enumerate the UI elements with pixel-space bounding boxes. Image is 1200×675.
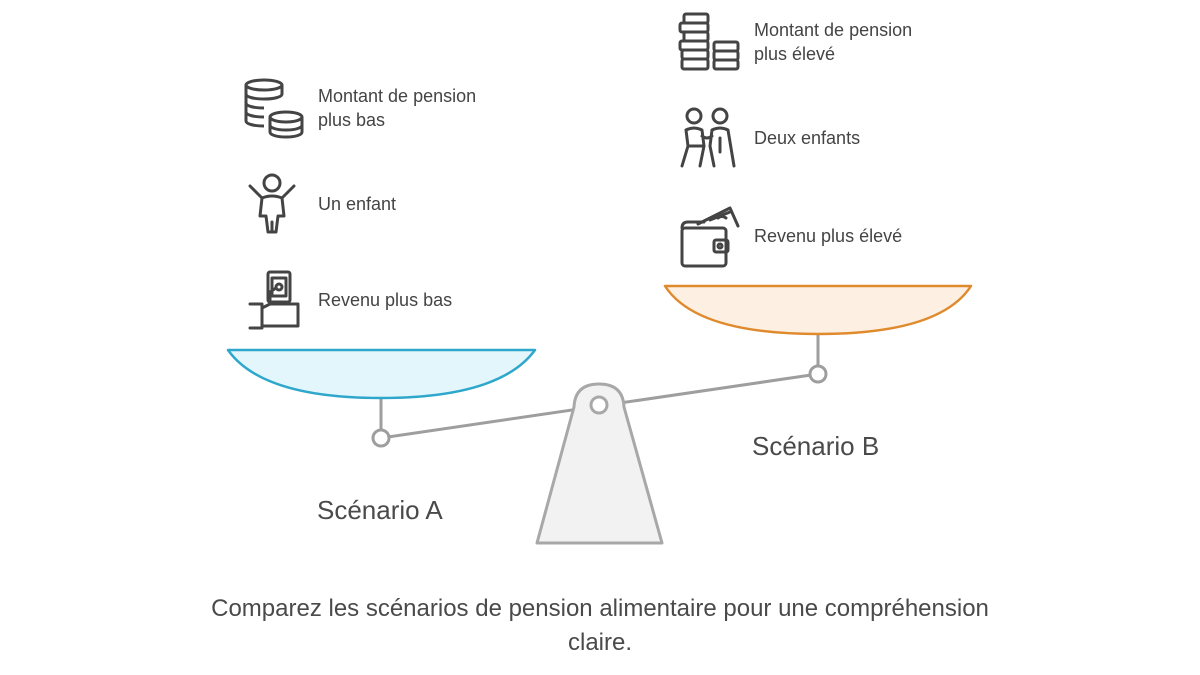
scenario-a-item-children: Un enfant	[240, 172, 396, 236]
scale-fulcrum	[535, 382, 664, 545]
hand-money-icon	[240, 268, 304, 332]
scenario-b-label-pension: Montant de pension plus élevé	[754, 20, 913, 64]
pan-b-joint	[808, 364, 828, 384]
scenario-a-label-income: Revenu plus bas	[318, 290, 453, 310]
pan-a	[226, 348, 537, 400]
scenario-a-title: Scénario A	[317, 495, 443, 525]
pan-a-joint	[371, 428, 391, 448]
scenario-a-item-pension: Montant de pension plus bas	[240, 76, 476, 140]
fulcrum-pivot	[589, 395, 609, 415]
scenario-b-label-children: Deux enfants	[754, 128, 861, 148]
wallet-icon	[676, 204, 740, 268]
child-icon	[240, 172, 304, 236]
scenario-a-label-children: Un enfant	[318, 194, 397, 214]
scenario-a-item-income: Revenu plus bas	[240, 268, 452, 332]
pan-b	[663, 284, 973, 336]
scenario-b-item-children: Deux enfants	[676, 106, 860, 170]
diagram-caption: Comparez les scénarios de pension alimen…	[211, 595, 989, 656]
scenario-a-label-pension: Montant de pension plus bas	[318, 86, 477, 130]
two-children-icon	[676, 106, 740, 170]
coin-stacks-icon	[676, 10, 740, 74]
scenario-b-item-income: Revenu plus élevé	[676, 204, 902, 268]
scenario-b-title: Scénario B	[752, 431, 880, 461]
scenario-b-label-income: Revenu plus élevé	[754, 226, 903, 246]
coin-stack-icon	[240, 76, 304, 140]
scenario-b-item-pension: Montant de pension plus élevé	[676, 10, 912, 74]
